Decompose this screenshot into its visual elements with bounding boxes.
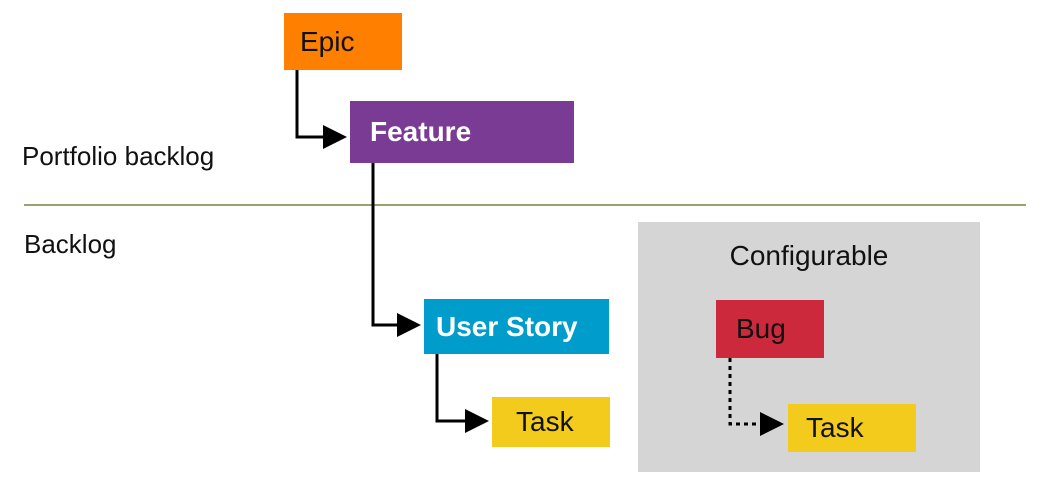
backlog-divider [24, 204, 1026, 206]
configurable-task-node[interactable]: Task [788, 404, 916, 452]
configurable-title: Configurable [729, 240, 889, 271]
edge-epic-feature [295, 70, 347, 149]
bug-node[interactable]: Bug [716, 300, 824, 358]
task-node-label: Task [516, 406, 574, 437]
bug-node-label: Bug [736, 313, 786, 344]
feature-node-label: Feature [370, 116, 472, 147]
edge-user-story-task [435, 354, 489, 433]
backlog-label: Backlog [24, 229, 117, 259]
configurable-task-node-label: Task [806, 412, 864, 443]
edge-feature-user-story [371, 163, 421, 337]
task-node[interactable]: Task [492, 397, 610, 447]
epic-node[interactable]: Epic [284, 13, 402, 70]
user-story-node[interactable]: User Story [424, 299, 609, 354]
edge-bug-task-dotted [728, 358, 784, 436]
portfolio-backlog-label: Portfolio backlog [22, 141, 215, 171]
user-story-node-label: User Story [436, 310, 578, 342]
feature-node[interactable]: Feature [350, 101, 574, 163]
epic-node-label: Epic [300, 25, 355, 57]
